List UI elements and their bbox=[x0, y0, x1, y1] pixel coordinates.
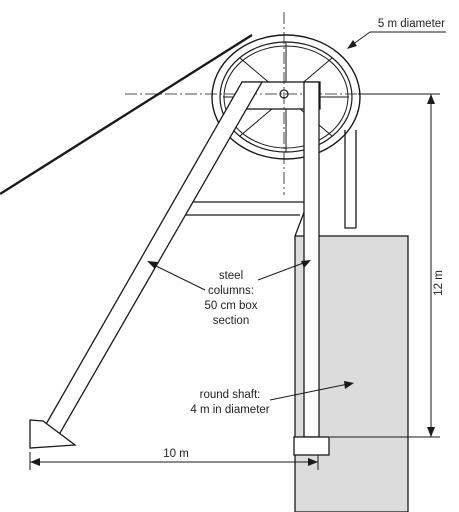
base-length-label: 10 m bbox=[163, 448, 189, 460]
hoist-cable bbox=[0, 33, 253, 196]
vertical-steel-column bbox=[303, 81, 320, 438]
inclined-column-foot bbox=[29, 419, 77, 449]
round-shaft-label-line-1: round shaft: bbox=[200, 389, 261, 401]
steel-columns-label-line-4: section bbox=[213, 315, 249, 327]
inclined-steel-column bbox=[39, 81, 264, 434]
height-label: 12 m bbox=[433, 270, 445, 296]
round-shaft-leader bbox=[269, 381, 354, 401]
steel-columns-leaders bbox=[147, 260, 311, 291]
height-dimension bbox=[330, 93, 440, 438]
steel-columns-label-line-1: steel bbox=[219, 270, 243, 282]
wheel-diameter-leader bbox=[347, 31, 446, 49]
base-length-dimension bbox=[29, 452, 319, 470]
vertical-column-base bbox=[293, 436, 330, 456]
steel-columns-label-line-2: columns: bbox=[208, 285, 254, 297]
steel-columns-label-line-3: 50 cm box bbox=[204, 300, 257, 312]
wheel-diameter-label: 5 m diameter bbox=[378, 18, 445, 30]
round-shaft-label-line-2: 4 m in diameter bbox=[190, 404, 269, 416]
